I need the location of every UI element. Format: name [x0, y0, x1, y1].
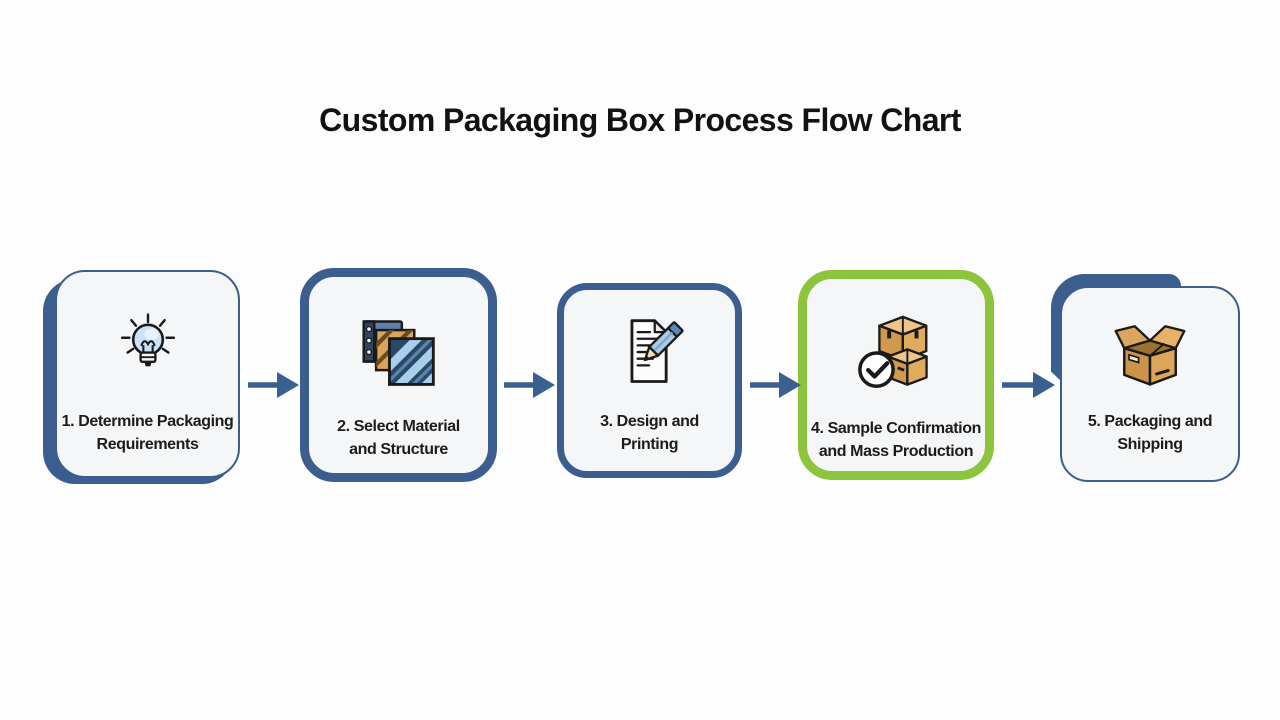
step-box-2: 2. Select Material and Structure	[300, 268, 497, 482]
step-box-5: 5. Packaging and Shipping	[1060, 286, 1240, 482]
step-4-label-line1: 4. Sample Confirmation	[811, 420, 981, 437]
arrow-step1-to-step2	[248, 372, 299, 398]
step-1-icon-wrap	[108, 288, 188, 406]
step-box-4: 4. Sample Confirmation and Mass Producti…	[798, 270, 994, 480]
step-4-label: 4. Sample Confirmation and Mass Producti…	[811, 417, 981, 463]
page-title: Custom Packaging Box Process Flow Chart	[319, 102, 961, 138]
step-box-3: 3. Design and Printing	[557, 283, 742, 478]
step-1-label: 1. Determine Packaging Requirements	[62, 410, 234, 456]
step-box-1: 1. Determine Packaging Requirements	[55, 270, 240, 478]
step-4-icon-wrap	[852, 295, 940, 413]
step-1-label-line2: Requirements	[96, 436, 199, 454]
open-box-icon	[1114, 325, 1186, 386]
step-5-label-line1: 5. Packaging and	[1087, 413, 1213, 430]
lightbulb-idea-icon	[120, 313, 175, 367]
material-swatches-icon	[361, 320, 435, 386]
arrow-step4-to-step5	[1002, 372, 1055, 398]
boxes-checkmark-icon	[858, 315, 928, 388]
step-5-icon-wrap	[1109, 298, 1191, 406]
step-2-icon-wrap	[358, 293, 440, 411]
step-2-label-line1: 2. Select Material	[337, 418, 460, 435]
step-2-label: 2. Select Material and Structure	[337, 415, 460, 461]
step-1-label-line1: 1. Determine Packaging	[61, 413, 234, 430]
step-4-label-line2: and Mass Production	[818, 443, 974, 461]
step-3-label: 3. Design and Printing	[600, 410, 699, 456]
arrow-step3-to-step4	[750, 372, 801, 398]
step-5-label-line2: Shipping	[1117, 436, 1183, 454]
document-pencil-icon	[630, 319, 684, 383]
step-3-icon-wrap	[609, 300, 691, 406]
step-2-label-line2: and Structure	[349, 441, 448, 459]
step-5-label: 5. Packaging and Shipping	[1087, 410, 1213, 456]
arrow-step2-to-step3	[504, 372, 555, 398]
step-3-label-line2: Printing	[620, 436, 679, 454]
step-3-label-line1: 3. Design and	[600, 413, 699, 430]
